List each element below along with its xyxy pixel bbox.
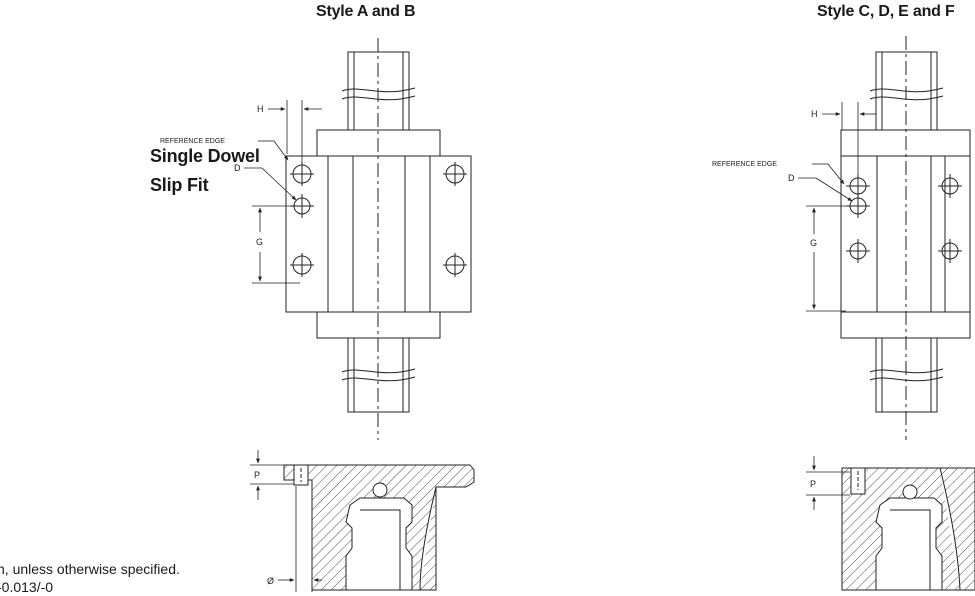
right-top-view [798,36,971,440]
right-hole-tr [938,174,962,198]
right-label-h: H [811,109,818,119]
left-hole-tl [290,162,314,186]
left-hole-bl [290,253,314,277]
left-label-d: D [234,163,241,173]
label-single-dowel: Single Dowel [150,146,260,166]
heading-style-c-f: Style C, D, E and F [817,3,955,20]
right-label-p: P [810,479,816,489]
left-label-dia: Ø [267,576,274,586]
left-label-g: G [256,237,263,247]
right-label-reference-edge: REFERENCE EDGE [712,161,777,168]
left-top-view [244,38,472,440]
heading-style-a-b: Style A and B [316,3,416,20]
label-slip-fit: Slip Fit [150,175,209,195]
left-hole-br [443,253,467,277]
left-label-h: H [257,104,264,114]
right-label-g: G [810,238,817,248]
note-line-1: n, unless otherwise specified. [0,561,180,577]
right-end-view [806,456,975,591]
left-end-view [250,450,475,592]
right-hole-br [938,239,962,263]
right-label-d: D [788,173,795,183]
left-hole-tr [443,162,467,186]
note-line-2: -0.013/-0 [0,579,54,595]
right-hole-bl [846,239,870,263]
left-label-reference-edge: REFERENCE EDGE [160,138,225,145]
left-label-p: P [254,470,260,480]
